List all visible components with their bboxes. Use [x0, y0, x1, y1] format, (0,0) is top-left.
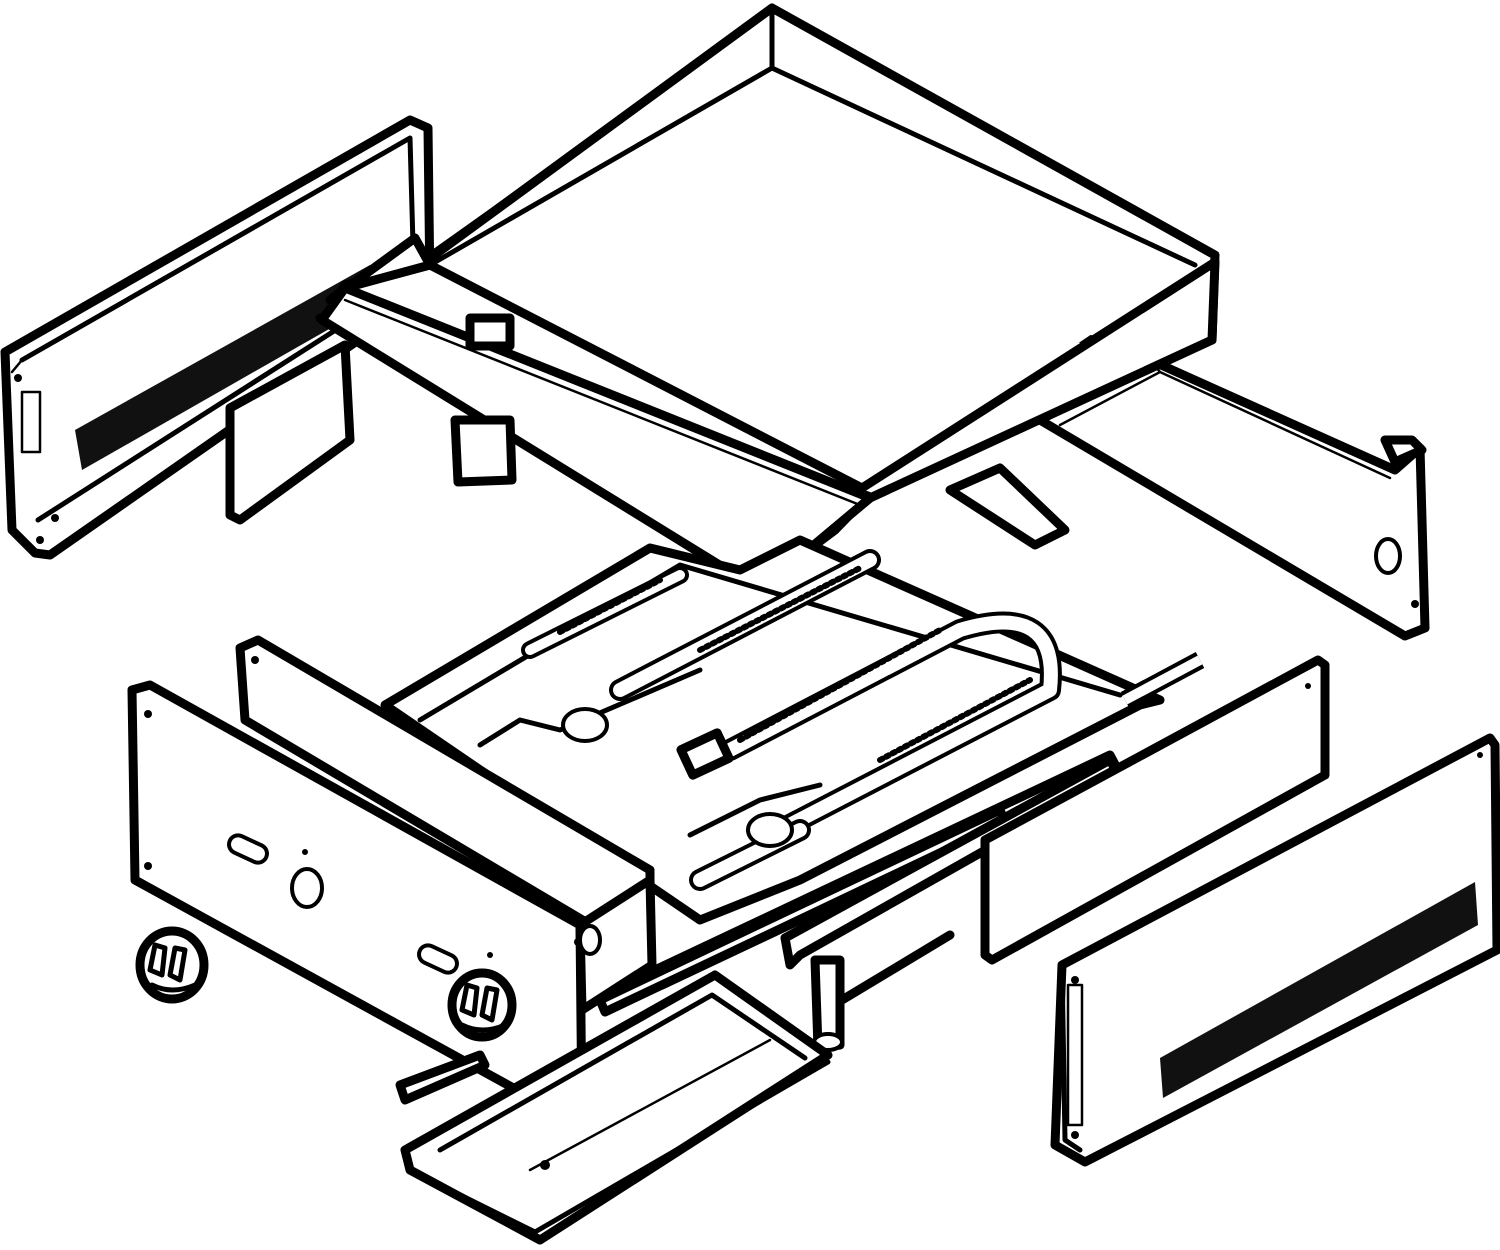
right-outer-panel: [1050, 733, 1500, 1167]
control-knob-mounted: [447, 968, 517, 1042]
grease-drawer: [400, 970, 833, 1245]
control-knob-loose: [135, 926, 209, 1004]
left-side-panel: [0, 115, 435, 560]
right-side-panel: [1035, 355, 1430, 641]
griddle-plate: [315, 3, 1220, 595]
right-front-panel: [980, 655, 1330, 965]
